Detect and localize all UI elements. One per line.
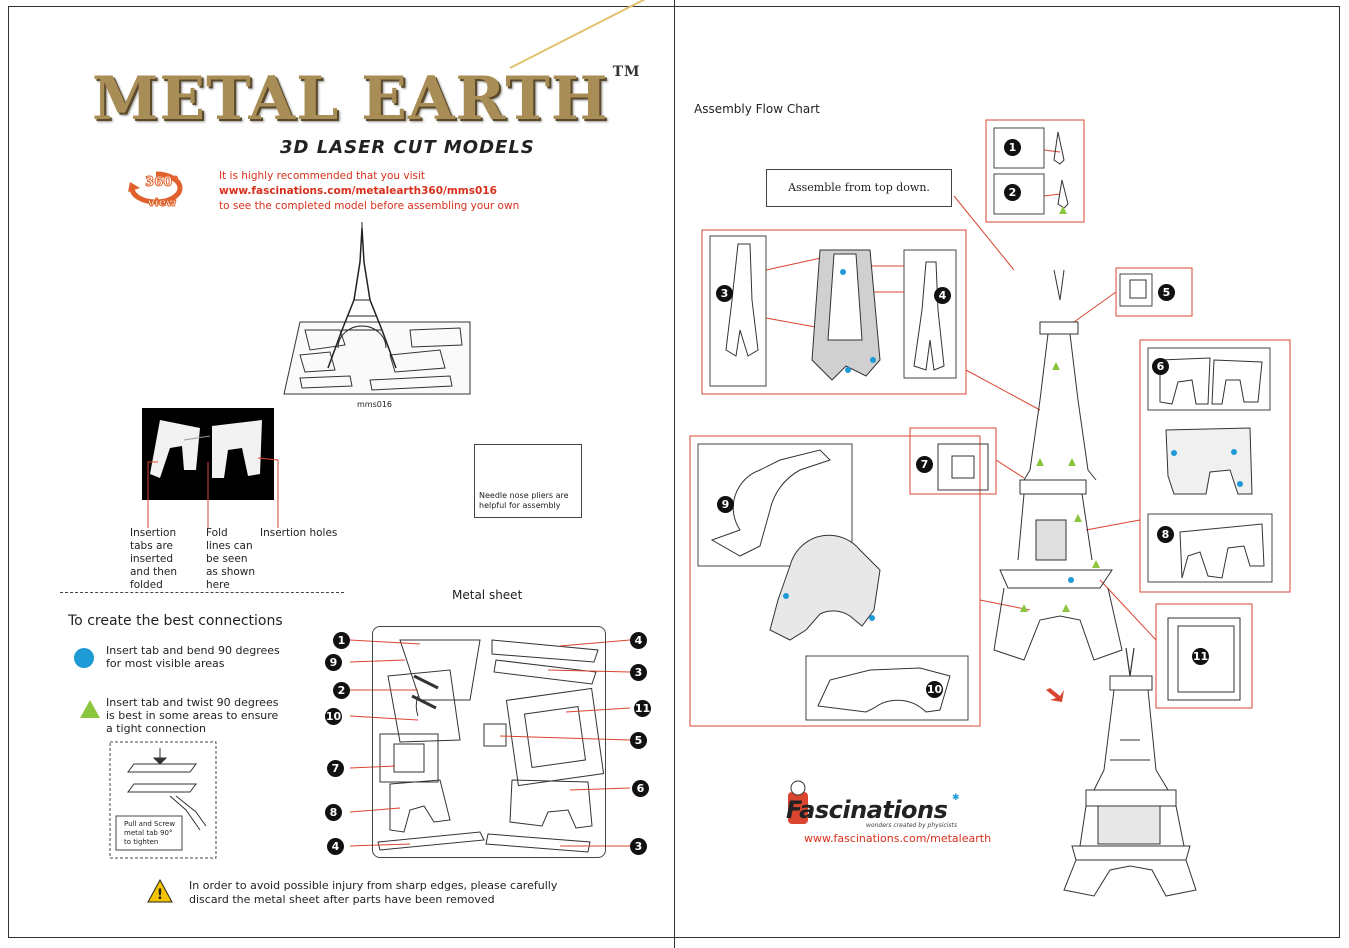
flow-chart-title: Assembly Flow Chart — [694, 102, 820, 116]
sheet-number-4-left: 4 — [327, 838, 344, 855]
flow-number-3: 3 — [716, 285, 733, 302]
pull-screw-box — [109, 741, 217, 859]
sheet-number-8: 8 — [325, 804, 342, 821]
sheet-number-3-bottom: 3 — [630, 838, 647, 855]
metal-sheet-title: Metal sheet — [452, 588, 523, 602]
sheet-number-4-right: 4 — [630, 632, 647, 649]
flow-number-6: 6 — [1152, 358, 1169, 375]
sheet-number-6: 6 — [632, 780, 649, 797]
fascinations-logo: Fascinations — [786, 796, 948, 824]
360-view-icon: 360° view — [126, 164, 186, 210]
sheet-number-11: 11 — [634, 700, 651, 717]
fascinations-tagline: wonders created by physicists — [866, 822, 958, 829]
view-label: view — [148, 196, 177, 209]
recommend-line3: to see the completed model before assemb… — [219, 200, 520, 212]
flow-number-4: 4 — [934, 287, 951, 304]
sheet-number-9: 9 — [325, 654, 342, 671]
flow-number-7: 7 — [916, 456, 933, 473]
pliers-note: Needle nose pliers are helpful for assem… — [479, 491, 569, 510]
pull-note-bg — [115, 815, 183, 851]
section-divider — [60, 592, 344, 593]
fascinations-logo-icon: ✱ — [788, 780, 960, 824]
svg-text:!: ! — [157, 887, 163, 903]
flow-number-1: 1 — [1004, 139, 1021, 156]
pliers-note-box: Needle nose pliers are helpful for assem… — [474, 444, 582, 518]
warning-text: In order to avoid possible injury from s… — [189, 879, 558, 906]
flow-boxes — [689, 119, 1291, 727]
sheet-number-10: 10 — [325, 708, 342, 725]
connections-heading: To create the best connections — [68, 613, 283, 629]
pull-screw-illustration — [127, 748, 207, 831]
metal-sheet-leaders — [349, 639, 631, 847]
sheet-number-3-top: 3 — [630, 664, 647, 681]
360-label: 360° — [145, 175, 179, 190]
page-divider — [674, 0, 675, 948]
trademark: TM — [612, 64, 641, 80]
sheet-number-2: 2 — [333, 682, 350, 699]
flow-number-11: 11 — [1192, 648, 1209, 665]
insertion-tabs-photo — [142, 408, 279, 528]
flow-part-drawings — [710, 131, 1265, 897]
green-triangle-icon — [80, 700, 100, 718]
flow-number-10: 10 — [926, 681, 943, 698]
warning-icon: ! — [147, 878, 173, 903]
metal-sheet-parts — [377, 639, 605, 853]
flow-number-9: 9 — [717, 496, 734, 513]
metal-sheet-frame — [372, 626, 606, 858]
fascinations-url[interactable]: www.fascinations.com/metalearth — [804, 832, 992, 845]
model-sheet-illustration — [283, 222, 471, 395]
flow-number-5: 5 — [1158, 284, 1175, 301]
flow-number-2: 2 — [1004, 184, 1021, 201]
sheet-number-7: 7 — [327, 760, 344, 777]
assemble-note: Assemble from top down. — [766, 169, 952, 207]
blue-dot-icon — [74, 648, 94, 668]
connection-markers — [783, 206, 1243, 621]
model-code: mms016 — [357, 400, 393, 409]
sheet-number-1: 1 — [333, 632, 350, 649]
logo-subtitle: 3D LASER CUT MODELS — [280, 137, 535, 158]
recommend-line1: It is highly recommended that you visit — [219, 170, 426, 182]
flow-number-8: 8 — [1157, 526, 1174, 543]
insertion-holes-label: Insertion holes — [260, 527, 338, 539]
recommend-url[interactable]: www.fascinations.com/metalearth360/mms01… — [219, 185, 497, 197]
sheet-number-5: 5 — [630, 732, 647, 749]
next-arrow-icon — [1046, 688, 1064, 702]
svg-text:✱: ✱ — [952, 793, 960, 803]
